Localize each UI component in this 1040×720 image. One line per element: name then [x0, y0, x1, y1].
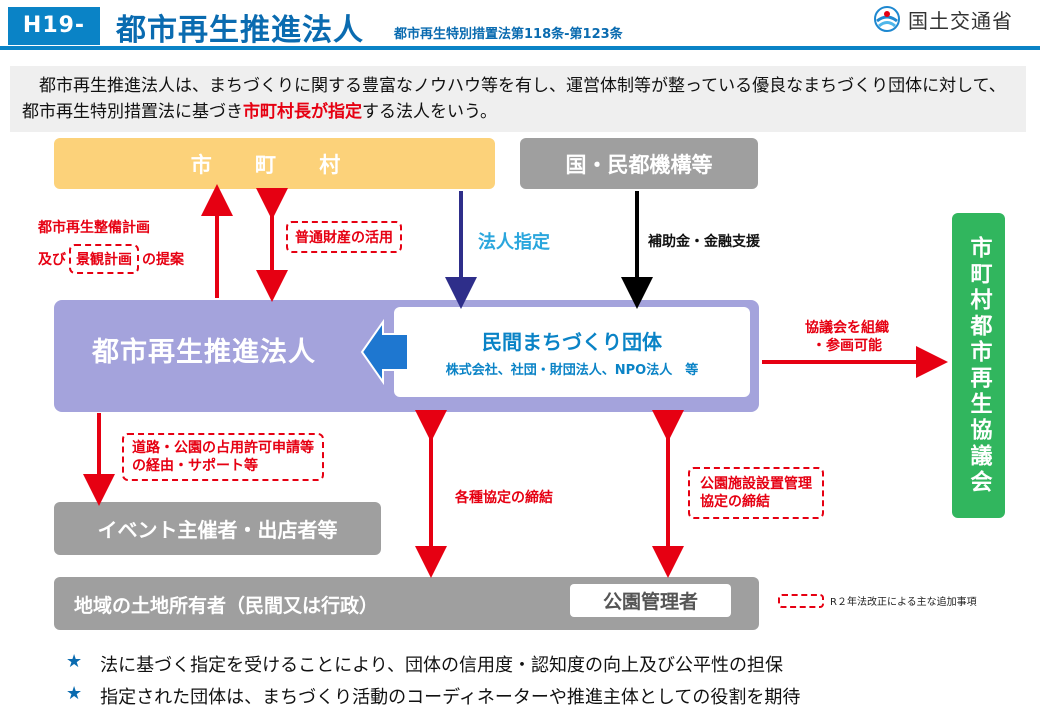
- event-organizer-box: イベント主催者・出店者等: [54, 502, 381, 555]
- header-divider: [0, 46, 1040, 50]
- agreements-label: 各種協定の締結: [455, 490, 553, 506]
- park-agreement-line1: 公園施設設置管理: [700, 476, 812, 492]
- national-box: 国・民都機構等: [520, 138, 758, 189]
- landowner-label: 地域の土地所有者（民間又は行政）: [74, 595, 379, 617]
- designation-label: 法人指定: [478, 232, 550, 253]
- road-support-line1: 道路・公園の占用許可申請等: [132, 440, 314, 456]
- property-use-tag: 普通財産の活用: [286, 221, 402, 253]
- council-box: 市町村都市再生協議会: [952, 213, 1005, 518]
- legend-text: R２年法改正による主な追加事項: [830, 597, 977, 608]
- mlit-logo: 国土交通省: [872, 2, 1013, 36]
- park-agreement-line2: 協定の締結: [700, 494, 770, 510]
- star-icon: ★: [66, 651, 83, 672]
- proposal-post: の提案: [142, 252, 184, 268]
- intro-highlight: 市町村長が指定: [243, 102, 362, 122]
- bullet-text: 法に基づく指定を受けることにより、団体の信用度・認知度の向上及び公平性の担保: [100, 655, 784, 676]
- landscape-plan-tag: 景観計画: [69, 244, 139, 274]
- bullet-item: ★ 法に基づく指定を受けることにより、団体の信用度・認知度の向上及び公平性の担保: [66, 651, 783, 677]
- legend-dashed-swatch: [778, 593, 824, 608]
- logo-text: 国土交通省: [908, 8, 1013, 33]
- road-support-line2: の経由・サポート等: [132, 458, 258, 474]
- private-org-title: 民間まちづくり団体: [482, 330, 662, 354]
- municipality-box: 市 町 村: [54, 138, 495, 189]
- park-manager-box: 公園管理者: [570, 584, 731, 617]
- mlit-logo-icon: [874, 6, 900, 32]
- section-badge: H19-: [8, 7, 100, 45]
- council-label: 協議会を組織 ・参画可能: [805, 319, 889, 355]
- proposal-label-line1: 都市再生整備計画: [38, 220, 150, 236]
- bullet-item: ★ 指定された団体は、まちづくり活動のコーディネーターや推進主体としての役割を期…: [66, 683, 800, 709]
- intro-part2: する法人をいう。: [362, 102, 497, 122]
- promotion-corp-label: 都市再生推進法人: [92, 337, 316, 368]
- road-support-tag: 道路・公園の占用許可申請等 の経由・サポート等: [122, 433, 324, 481]
- intro-part1: 都市再生推進法人は、まちづくりに関する豊富なノウハウ等を有し、運営体制等が整って…: [22, 76, 1006, 122]
- council-label-line2: ・参画可能: [812, 338, 882, 354]
- private-org-examples: 株式会社、社団・財団法人、NPO法人 等: [445, 363, 699, 378]
- affiliation-block-arrow: [360, 318, 409, 386]
- star-icon: ★: [66, 683, 83, 704]
- proposal-pre: 及び: [38, 252, 66, 268]
- legend: R２年法改正による主な追加事項: [778, 593, 977, 608]
- bullet-text: 指定された団体は、まちづくり活動のコーディネーターや推進主体としての役割を期待: [100, 687, 801, 708]
- subsidy-label: 補助金・金融支援: [648, 234, 760, 250]
- intro-text: 都市再生推進法人は、まちづくりに関する豊富なノウハウ等を有し、運営体制等が整って…: [10, 66, 1026, 132]
- park-agreement-tag: 公園施設設置管理 協定の締結: [688, 467, 824, 519]
- page-title: 都市再生推進法人: [116, 13, 364, 48]
- private-org-box: 民間まちづくり団体 株式会社、社団・財団法人、NPO法人 等: [394, 307, 750, 397]
- page-subtitle: 都市再生特別措置法第118条-第123条: [394, 27, 623, 42]
- proposal-label-line2: 及び 景観計画 の提案: [38, 244, 184, 274]
- council-label-line1: 協議会を組織: [805, 320, 889, 336]
